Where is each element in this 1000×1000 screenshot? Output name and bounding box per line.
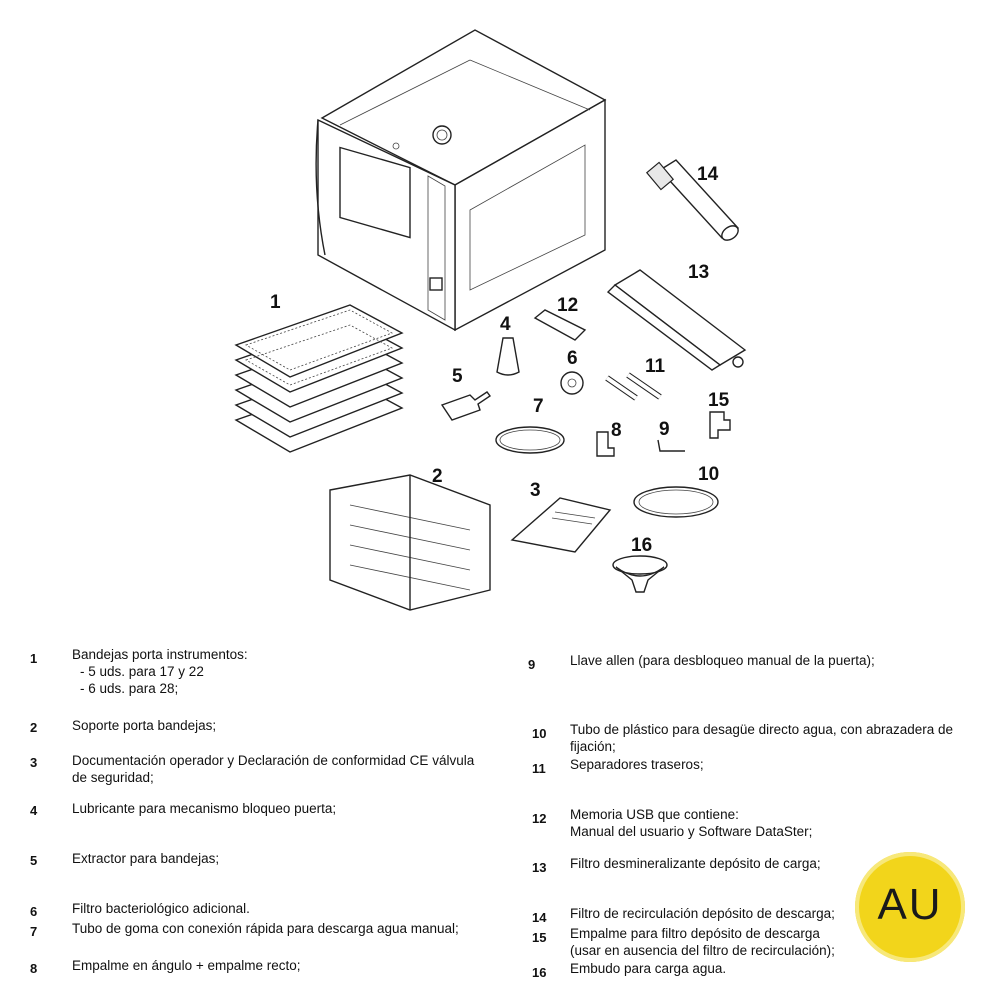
rear-spacers-drawing — [605, 372, 662, 401]
callout-3: 3 — [530, 480, 541, 501]
tray-extractor-drawing — [440, 391, 492, 421]
exploded-parts-diagram: 1 2 3 4 5 6 7 8 9 10 11 12 13 14 15 16 — [234, 29, 747, 611]
callout-11: 11 — [645, 356, 666, 377]
callout-6: 6 — [567, 348, 578, 369]
filter-fitting-drawing — [709, 411, 731, 439]
legend-text: Bandejas porta instrumentos: — [72, 647, 248, 662]
callout-5: 5 — [452, 366, 463, 387]
au-logo: AU — [855, 852, 965, 962]
lubricant-drawing — [496, 337, 520, 376]
callout-13: 13 — [688, 262, 709, 283]
callout-16: 16 — [631, 535, 652, 556]
trays-drawing — [234, 304, 404, 453]
autoclave-drawing — [315, 29, 607, 332]
callout-12: 12 — [557, 295, 578, 316]
callout-15: 15 — [708, 390, 730, 411]
callout-4: 4 — [500, 314, 511, 335]
callout-14: 14 — [697, 164, 719, 185]
tray-support-drawing — [329, 474, 491, 611]
callout-8: 8 — [611, 420, 622, 441]
rubber-hose-drawing — [495, 426, 565, 454]
funnel-drawing — [612, 555, 668, 593]
callout-9: 9 — [659, 419, 670, 440]
fittings-drawing — [596, 431, 615, 457]
documentation-drawing — [510, 497, 612, 553]
bacteriological-filter-drawing — [560, 371, 584, 395]
allen-key-drawing — [657, 439, 685, 452]
legend-subtext: - 6 uds. para 28; — [80, 681, 179, 696]
legend-subtext: - 5 uds. para 17 y 22 — [80, 664, 204, 679]
callout-10: 10 — [698, 464, 719, 485]
callout-7: 7 — [533, 396, 544, 417]
recirculation-filter-drawing — [645, 159, 740, 241]
callout-1: 1 — [270, 292, 281, 313]
usb-memory-drawing — [533, 309, 587, 341]
callout-2: 2 — [432, 466, 443, 487]
plastic-tube-drawing — [633, 486, 719, 518]
demineralizing-filter-drawing — [606, 269, 747, 371]
